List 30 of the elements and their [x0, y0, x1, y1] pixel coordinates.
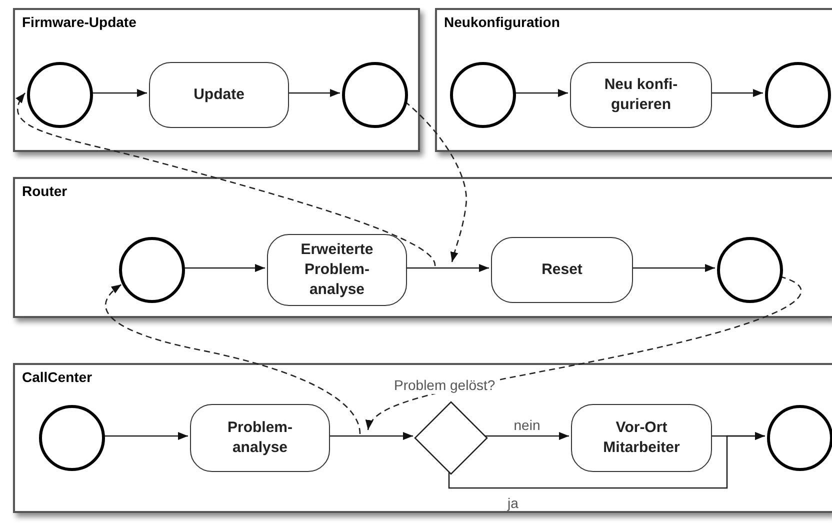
arrow [91, 89, 147, 97]
arrow [183, 264, 265, 272]
dashed-arrow [16, 92, 436, 266]
arrow [405, 264, 489, 272]
arrow [287, 89, 340, 97]
edge-label: ja [506, 496, 520, 510]
dashed-arrow [404, 101, 467, 262]
swimlane-pool [13, 8, 420, 152]
swimlane-pool [13, 177, 832, 318]
task-box: Update [149, 62, 289, 128]
edge-label: nein [512, 418, 542, 432]
arrow [631, 264, 715, 272]
swimlane-pool [435, 8, 832, 152]
pool-title: Router [22, 184, 68, 198]
arrow [514, 89, 568, 97]
task-box: Erweiterte Problem- analyse [267, 234, 407, 306]
arrow [328, 432, 413, 440]
arrow [485, 432, 569, 440]
pool-title: CallCenter [22, 370, 92, 384]
arrow [103, 432, 188, 440]
task-box: Problem- analyse [190, 404, 330, 472]
arrow [448, 432, 765, 489]
task-box: Reset [491, 237, 633, 303]
pool-title: Firmware-Update [22, 15, 136, 29]
swimlane-pool [13, 363, 832, 513]
task-box: Neu konfi- gurieren [570, 62, 712, 128]
task-box: Vor-Ort Mitarbeiter [571, 404, 712, 472]
arrow [710, 89, 763, 97]
pool-title: Neukonfiguration [444, 15, 560, 29]
dashed-arrow [105, 284, 361, 434]
